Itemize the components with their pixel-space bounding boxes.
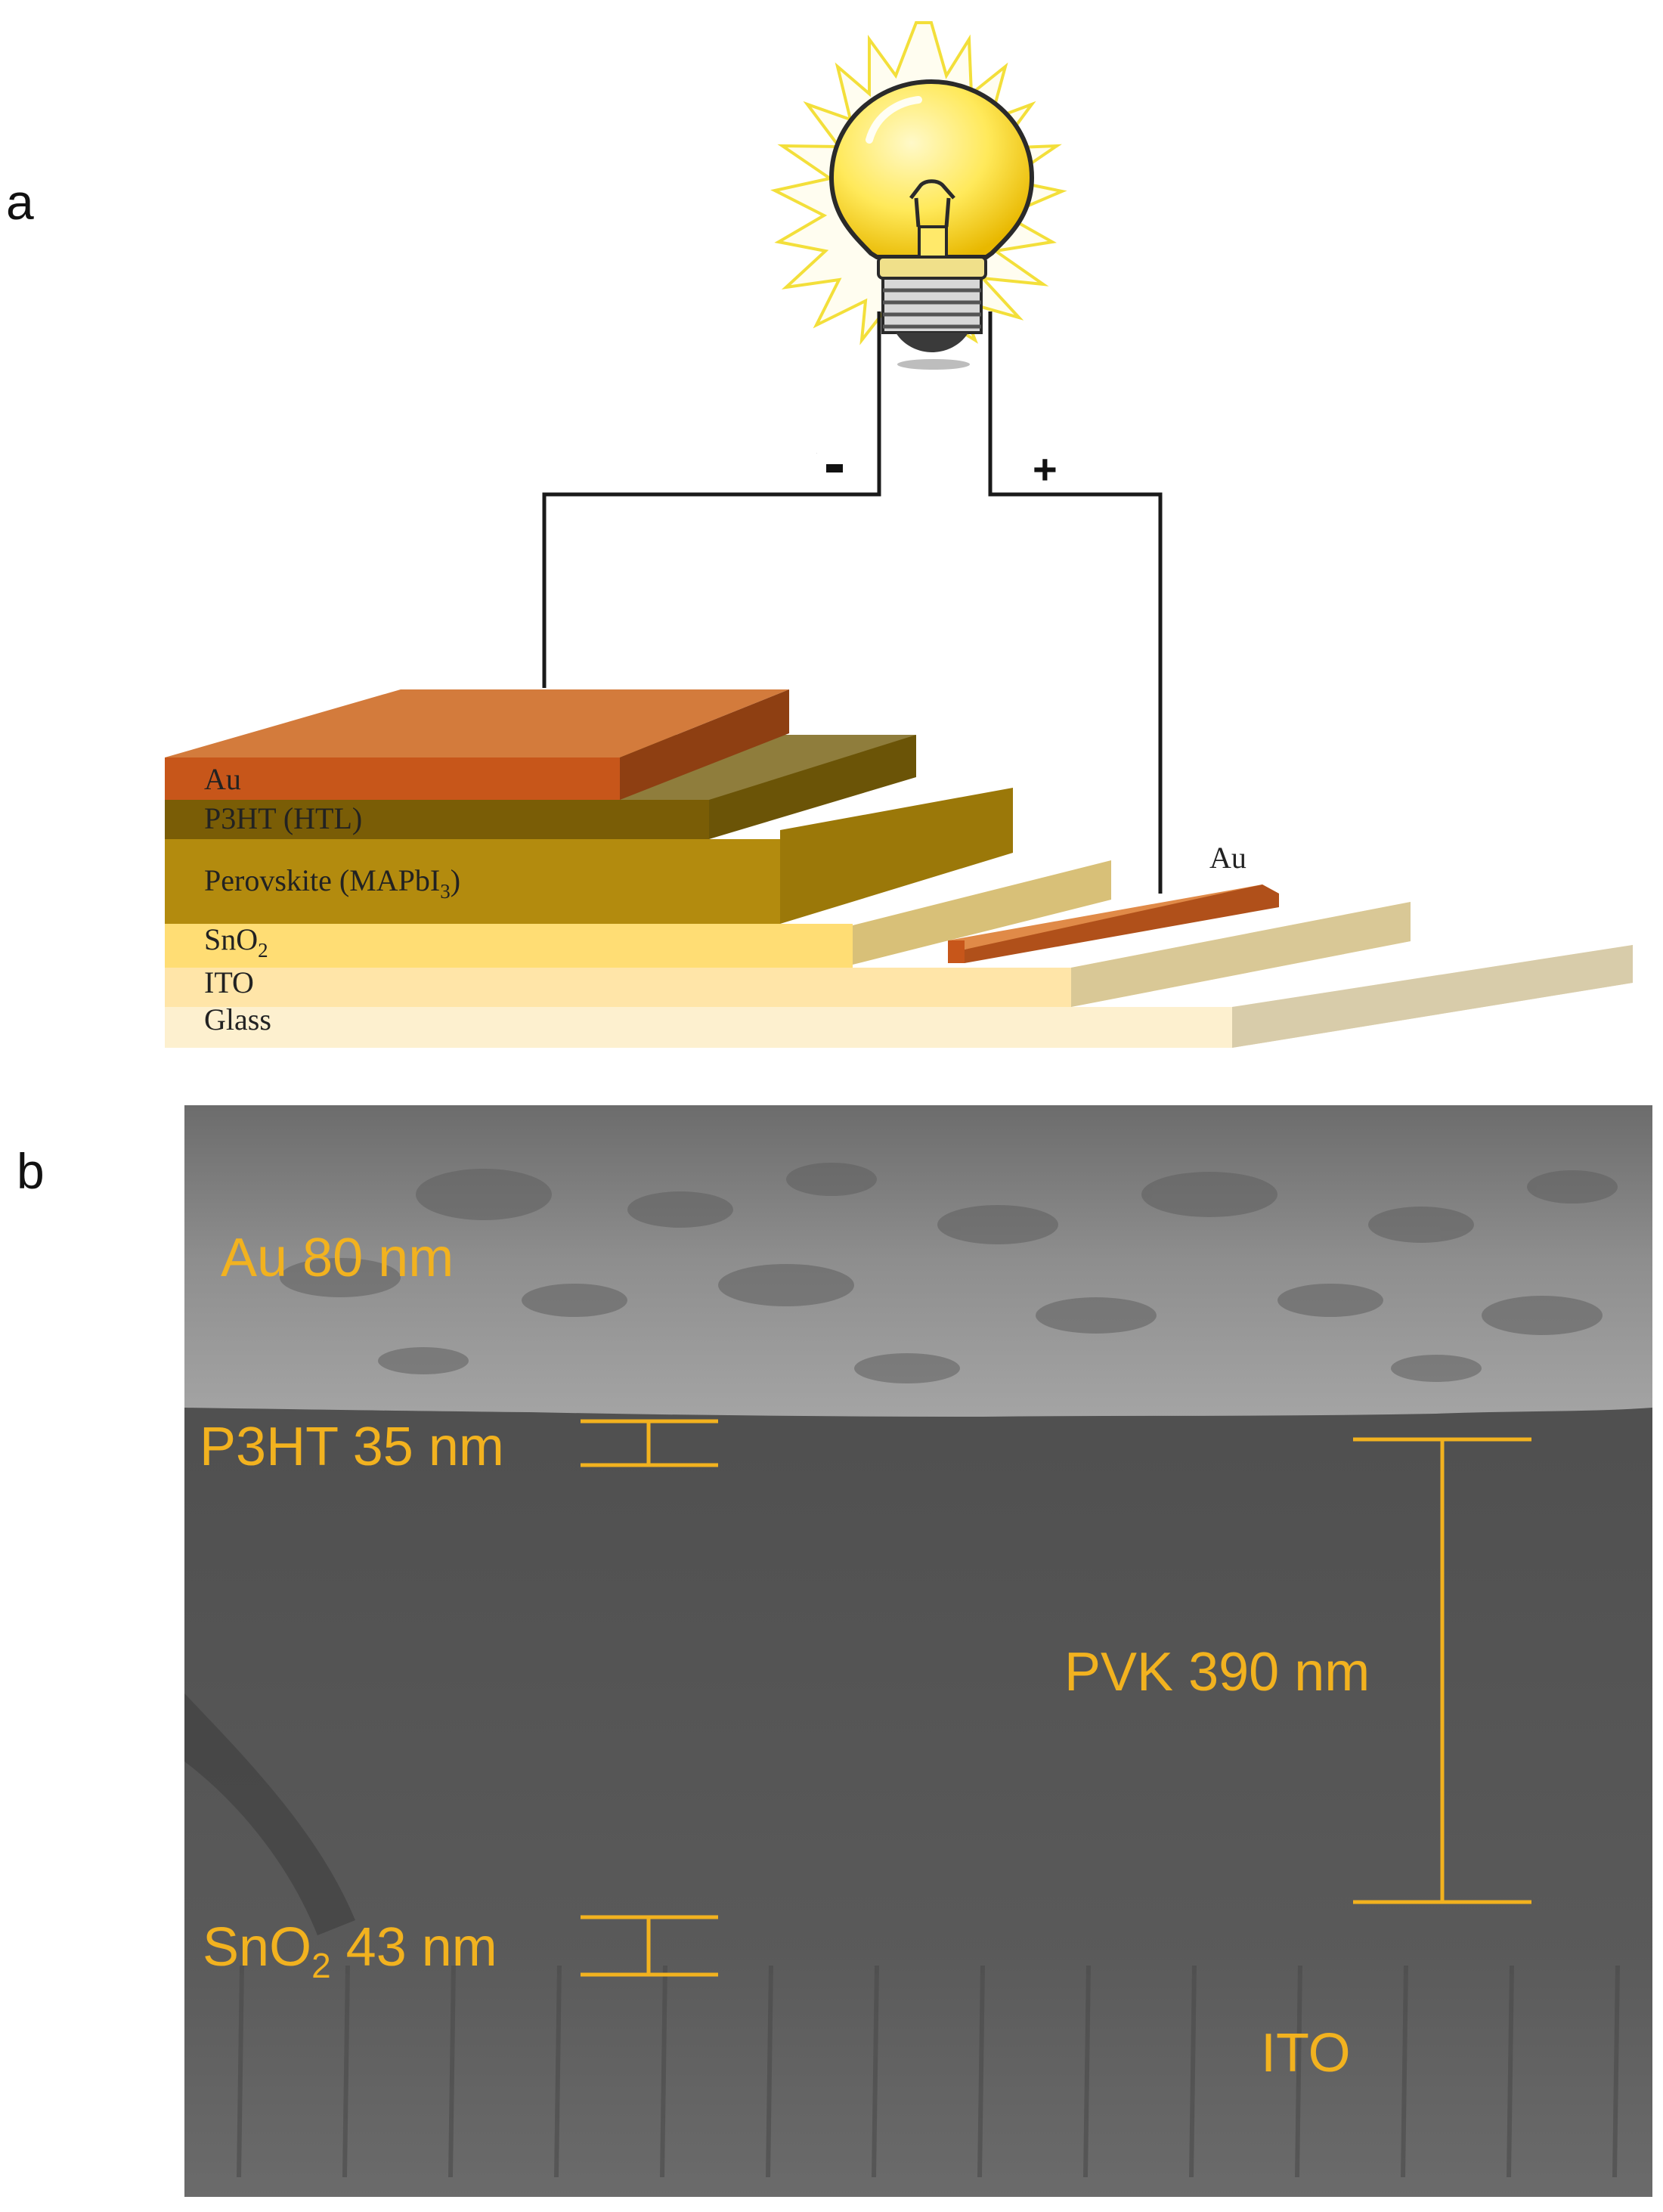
label-glass: Glass (204, 1002, 271, 1036)
sno2-thickness-bar (581, 1915, 718, 1977)
label-perovskite: Perovskite (MAPbI3) (204, 863, 460, 903)
bulb-neck (918, 225, 948, 259)
bulb-screw-base (881, 277, 983, 352)
rear-au-side (965, 884, 1279, 963)
negative-symbol: - (816, 453, 817, 454)
p3ht-front (165, 800, 709, 839)
label-au-rear: Au (1209, 841, 1246, 875)
perovskite-side-face (780, 788, 1013, 924)
sem-au-grains (280, 1163, 1618, 1383)
sem-dark-streak (184, 1693, 355, 1935)
sem-label-pvk: PVK 390 nm (1064, 1642, 1370, 1702)
sem-label-sno2: SnO2 43 nm (203, 1917, 497, 1985)
sno2-side-face (853, 860, 1111, 965)
top-au-front (165, 757, 620, 800)
glass-front (165, 1007, 1232, 1048)
sem-ito-columns (237, 1965, 1620, 2178)
sem-au-region (184, 1105, 1652, 1417)
bulb-base-collar (877, 256, 987, 280)
sem-label-ito: ITO (1261, 2023, 1351, 2083)
sem-ito-region (184, 1950, 1652, 2197)
positive-symbol: + (1033, 445, 1058, 493)
negative-wire (542, 311, 881, 688)
bulb-shadow (897, 359, 970, 370)
panel-a-letter: a (6, 174, 34, 230)
positive-wire (988, 311, 1163, 894)
light-bulb-icon (770, 21, 1067, 370)
label-sno2: SnO2 (204, 922, 268, 962)
rear-au-front-face (948, 950, 965, 963)
sno2-front (165, 924, 853, 968)
label-au-top: Au (204, 762, 241, 796)
top-au-top (165, 689, 789, 757)
bulb-highlight (866, 96, 922, 144)
ito-side-face (1071, 902, 1411, 1007)
p3ht-thickness-bar (581, 1419, 718, 1467)
bulb-filament (909, 179, 955, 228)
sem-micrograph (184, 1105, 1652, 2197)
glass-side-face (1232, 945, 1633, 1048)
ito-front (165, 968, 1071, 1007)
negative-terminal-sign (826, 464, 843, 472)
sem-label-p3ht: P3HT 35 nm (200, 1417, 504, 1477)
sem-label-au: Au 80 nm (221, 1228, 454, 1288)
perovskite-front (165, 839, 780, 924)
device-stack (165, 689, 1633, 1048)
panel-b-letter: b (17, 1143, 45, 1199)
pvk-thickness-bar (1353, 1437, 1531, 1904)
label-ito: ITO (204, 965, 254, 999)
top-au-side-face (620, 689, 789, 800)
label-p3ht: P3HT (HTL) (204, 801, 362, 835)
p3ht-side-face (709, 735, 916, 839)
